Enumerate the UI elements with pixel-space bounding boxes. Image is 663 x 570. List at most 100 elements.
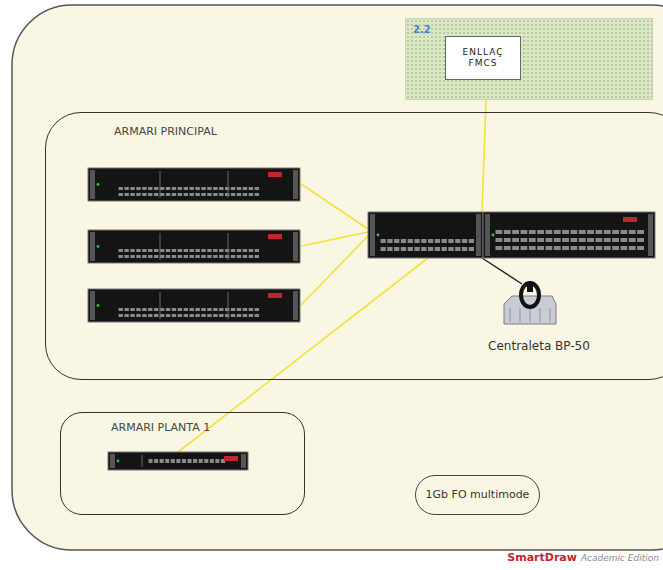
port bbox=[219, 255, 223, 258]
port bbox=[130, 187, 134, 190]
port bbox=[249, 314, 253, 317]
exchange-body bbox=[504, 296, 556, 324]
port bbox=[130, 314, 134, 317]
port bbox=[219, 314, 223, 317]
building-outline bbox=[12, 5, 663, 550]
port bbox=[188, 459, 192, 463]
port bbox=[190, 193, 194, 196]
rack-ear bbox=[241, 454, 246, 468]
switches bbox=[88, 168, 655, 470]
port bbox=[142, 187, 146, 190]
port bbox=[604, 230, 611, 234]
port bbox=[255, 308, 259, 311]
port bbox=[428, 239, 433, 243]
port bbox=[496, 230, 503, 234]
port bbox=[496, 238, 503, 242]
port bbox=[201, 187, 205, 190]
node-label: ARMARI PLANTA 1 bbox=[111, 421, 210, 435]
port bbox=[621, 230, 628, 234]
port bbox=[195, 308, 199, 311]
port bbox=[119, 255, 123, 258]
port bbox=[394, 247, 399, 251]
port bbox=[537, 246, 544, 250]
port bbox=[243, 308, 247, 311]
port bbox=[204, 459, 208, 463]
module-divider bbox=[142, 455, 143, 467]
brand-logo bbox=[268, 293, 282, 298]
port bbox=[142, 255, 146, 258]
port bbox=[184, 249, 188, 252]
port bbox=[629, 238, 636, 242]
port bbox=[166, 249, 170, 252]
port bbox=[562, 230, 569, 234]
port bbox=[596, 230, 603, 234]
watermark-edition: Academic Edition bbox=[581, 553, 659, 563]
port bbox=[571, 230, 578, 234]
port bbox=[421, 247, 426, 251]
port bbox=[496, 246, 503, 250]
port bbox=[148, 255, 152, 258]
network-switch bbox=[368, 212, 483, 258]
module-divider bbox=[160, 171, 161, 198]
port bbox=[148, 249, 152, 252]
port bbox=[124, 314, 128, 317]
port bbox=[604, 246, 611, 250]
port bbox=[231, 255, 235, 258]
phone-exchange: Centraleta BP-50 bbox=[462, 280, 616, 356]
switch-body bbox=[368, 212, 483, 258]
port bbox=[512, 230, 519, 234]
brand-logo bbox=[623, 217, 637, 222]
port bbox=[142, 249, 146, 252]
port bbox=[596, 238, 603, 242]
port bbox=[142, 193, 146, 196]
port bbox=[213, 314, 217, 317]
node-label: ARMARI PRINCIPAL bbox=[114, 125, 217, 139]
port bbox=[124, 187, 128, 190]
port bbox=[195, 249, 199, 252]
port bbox=[178, 187, 182, 190]
port bbox=[469, 247, 474, 251]
port bbox=[160, 308, 164, 311]
handset bbox=[527, 282, 533, 292]
port bbox=[154, 308, 158, 311]
port bbox=[160, 314, 164, 317]
port bbox=[381, 239, 386, 243]
port bbox=[142, 314, 146, 317]
port bbox=[119, 314, 123, 317]
fibre-link bbox=[301, 232, 368, 246]
port bbox=[184, 255, 188, 258]
port bbox=[537, 230, 544, 234]
port bbox=[154, 249, 158, 252]
port bbox=[249, 308, 253, 311]
exchange-slot bbox=[530, 308, 531, 322]
port bbox=[237, 314, 241, 317]
port bbox=[448, 239, 453, 243]
port bbox=[249, 255, 253, 258]
port bbox=[381, 247, 386, 251]
port bbox=[225, 249, 229, 252]
port bbox=[207, 249, 211, 252]
exchange-slot bbox=[550, 308, 551, 322]
fibre-link bbox=[178, 258, 428, 452]
port bbox=[455, 239, 460, 243]
port bbox=[462, 239, 467, 243]
rack-ear bbox=[293, 232, 298, 261]
port bbox=[130, 308, 134, 311]
port bbox=[193, 459, 197, 463]
rack-ear bbox=[476, 214, 481, 256]
port bbox=[154, 193, 158, 196]
port bbox=[178, 249, 182, 252]
port bbox=[629, 230, 636, 234]
port bbox=[136, 187, 140, 190]
exchange-slot bbox=[510, 308, 511, 322]
port bbox=[154, 255, 158, 258]
switch-body bbox=[88, 289, 300, 322]
port bbox=[148, 187, 152, 190]
port bbox=[190, 187, 194, 190]
port bbox=[504, 238, 511, 242]
port bbox=[401, 239, 406, 243]
port bbox=[201, 314, 205, 317]
port bbox=[207, 187, 211, 190]
port bbox=[231, 193, 235, 196]
port bbox=[201, 249, 205, 252]
